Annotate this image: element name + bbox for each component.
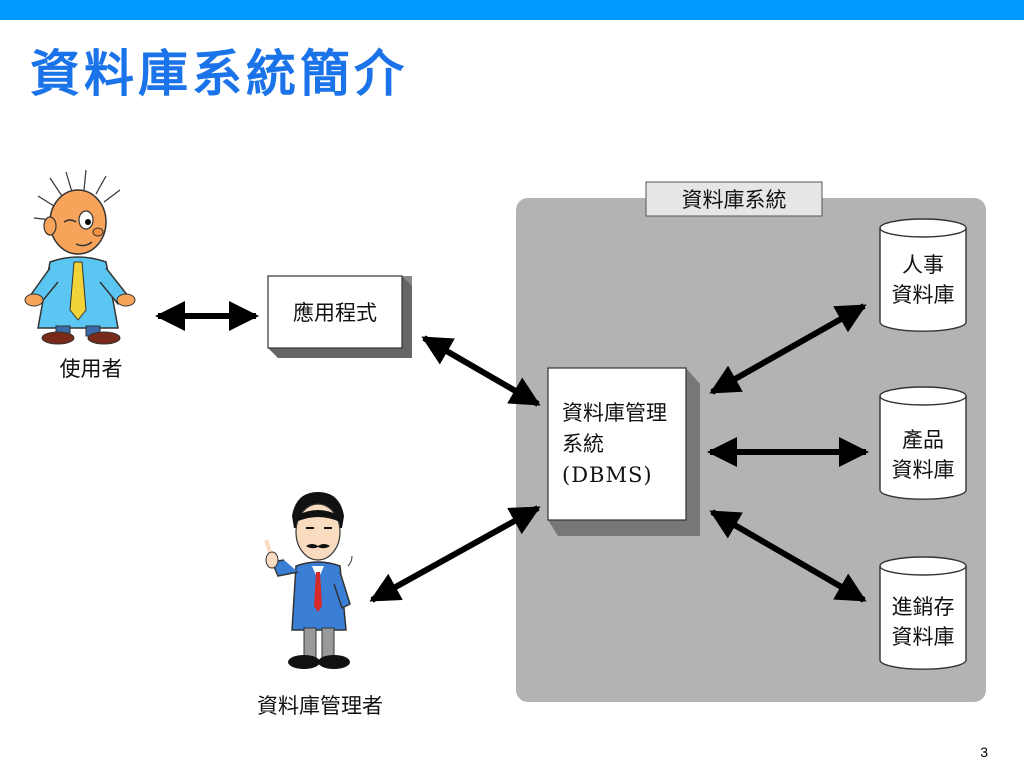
- dbms-label-line-3: (DBMS): [562, 463, 653, 487]
- system-label: 資料庫系統: [682, 188, 787, 212]
- user-label: 使用者: [60, 357, 123, 381]
- dbms-label-line-1: 資料庫管理: [562, 401, 667, 425]
- arrow-dbms-personnel-db: [709, 303, 867, 395]
- dbms-box: 資料庫管理 系統 (DBMS): [547, 367, 700, 536]
- arrow-dba-dbms: [369, 505, 541, 603]
- arrow-dbms-inventory-db: [709, 509, 867, 603]
- slide-title: 資料庫系統簡介: [30, 44, 408, 103]
- dba-figure-icon: [264, 492, 353, 669]
- arrow-application-dbms: [421, 335, 541, 407]
- user-figure-icon: [24, 169, 136, 345]
- database-cylinder-inventory: 進銷存 資料庫: [879, 556, 967, 670]
- database-personnel-line-1: 人事: [902, 253, 944, 277]
- system-label-tab: 資料庫系統: [645, 181, 823, 217]
- dbms-label-line-2: 系統: [562, 432, 604, 456]
- database-personnel-line-2: 資料庫: [892, 283, 955, 307]
- page-number: 3: [980, 744, 988, 760]
- database-cylinder-personnel: 人事 資料庫: [879, 218, 967, 332]
- top-accent-bar: [0, 0, 1024, 20]
- application-label: 應用程式: [293, 301, 377, 325]
- database-inventory-line-1: 進銷存: [892, 595, 955, 619]
- database-inventory-line-2: 資料庫: [892, 625, 955, 649]
- application-box: 應用程式: [267, 275, 412, 358]
- dba-label: 資料庫管理者: [257, 694, 383, 718]
- database-product-line-2: 資料庫: [892, 458, 955, 482]
- database-product-line-1: 產品: [902, 428, 944, 452]
- database-cylinder-product: 產品 資料庫: [879, 386, 967, 500]
